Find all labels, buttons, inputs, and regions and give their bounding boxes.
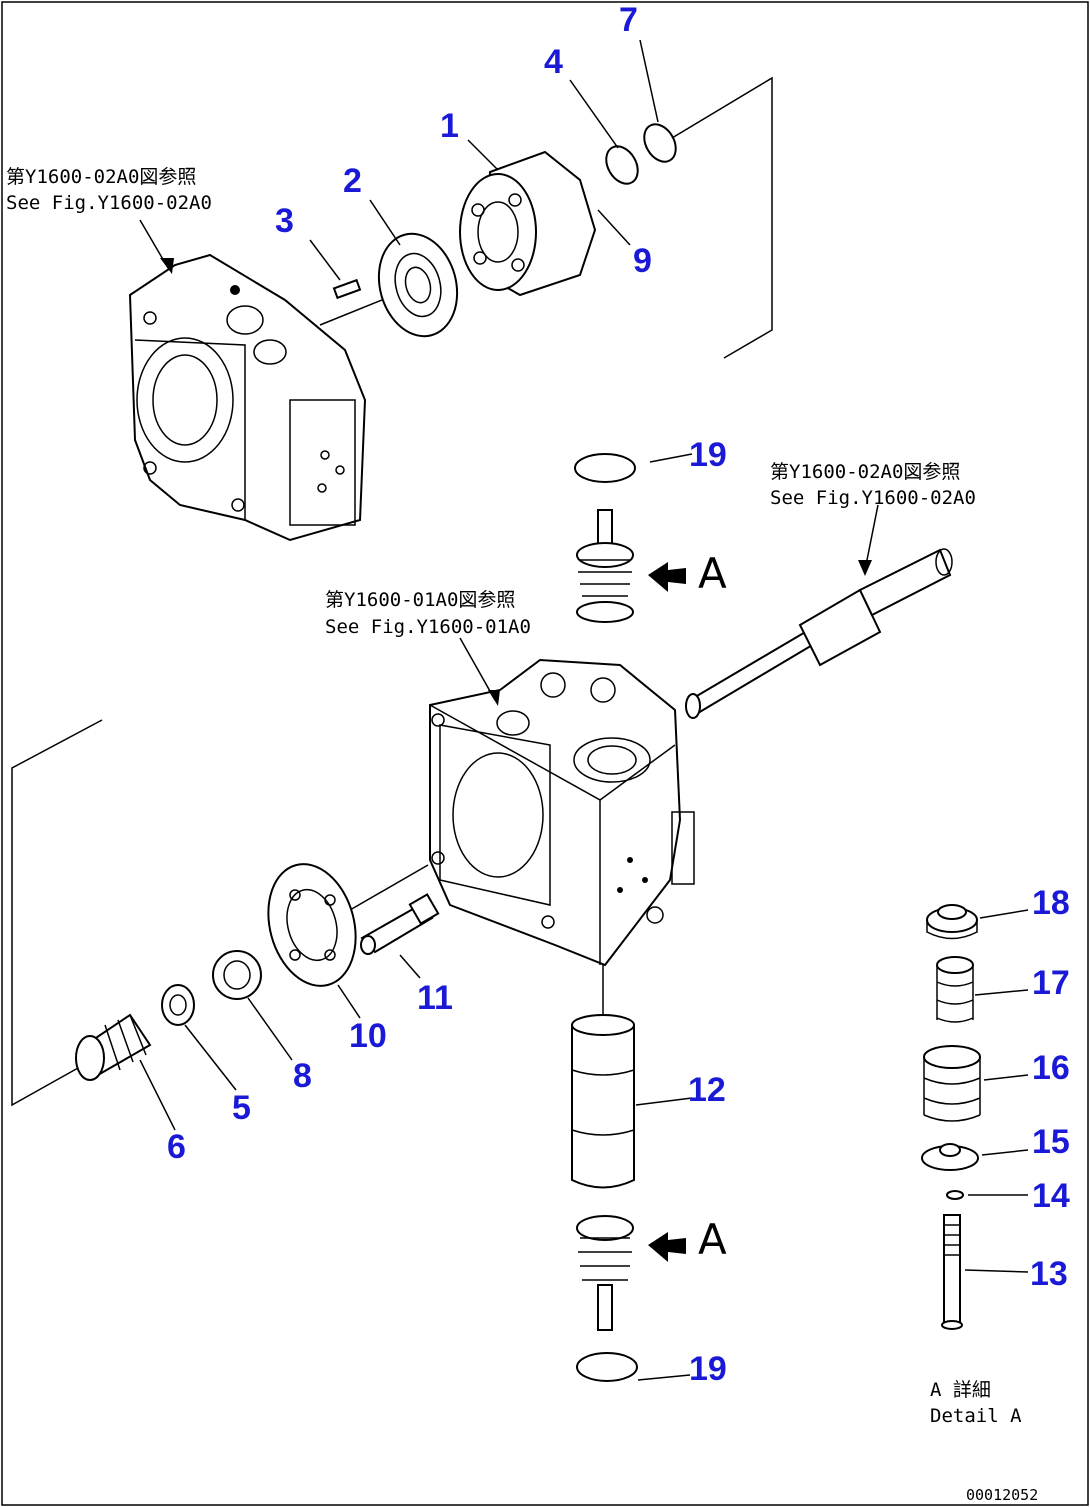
callout-6: 6: [167, 1128, 186, 1166]
part-19-ring-top: [574, 453, 636, 483]
leader-9: [597, 209, 631, 246]
leader-16: [983, 1074, 1029, 1081]
leader-15: [981, 1149, 1029, 1156]
arrow-a-bottom: [648, 1232, 686, 1262]
leader-10: [337, 984, 361, 1019]
part-7-ring: [643, 123, 677, 163]
leader-19-top: [649, 453, 693, 463]
part-17-spring: [936, 956, 974, 1023]
part-1-cylinder-block: [459, 150, 597, 297]
leader-7: [639, 39, 659, 123]
callout-5: 5: [232, 1089, 251, 1127]
view-label-a-top: A: [698, 549, 727, 598]
bracket-lower: [11, 719, 103, 1107]
part-18-cap: [926, 904, 978, 940]
callout-12: 12: [688, 1071, 726, 1109]
leader-18: [979, 909, 1029, 919]
upper-pump-housing: [128, 253, 367, 542]
ref-arrow-2: [858, 560, 872, 576]
main-pump-housing: [429, 658, 695, 967]
reference-housing-jp: 第Y1600-01A0図参照: [325, 589, 515, 611]
centerline-upper-1: [319, 299, 383, 326]
part-19-ring-bottom: [576, 1352, 638, 1382]
callout-8: 8: [293, 1057, 312, 1095]
callout-4: 4: [544, 43, 563, 81]
part-5-bush: [161, 984, 195, 1026]
leader-13: [964, 1269, 1029, 1273]
leader-4: [569, 79, 619, 149]
callout-19-top: 19: [689, 436, 727, 474]
callout-18: 18: [1032, 884, 1070, 922]
leader-1: [467, 139, 499, 171]
arrow-a-top: [648, 562, 686, 592]
callout-17: 17: [1032, 964, 1070, 1002]
callout-2: 2: [343, 162, 362, 200]
leader-5: [184, 1024, 237, 1091]
callout-16: 16: [1032, 1049, 1070, 1087]
part-8-retainer: [212, 950, 262, 1000]
leader-17: [974, 989, 1029, 996]
reference-upper-jp: 第Y1600-02A0図参照: [6, 166, 196, 188]
callout-3: 3: [275, 202, 294, 240]
servo-assembly-bottom: [576, 1215, 634, 1331]
drive-shaft: [685, 548, 953, 719]
part-4-ring: [605, 145, 639, 185]
leader-8: [247, 997, 293, 1061]
servo-assembly-top: [576, 509, 634, 623]
leader-6: [139, 1059, 176, 1131]
part-16-spring: [923, 1045, 981, 1122]
drawing-number: 00012052: [966, 1486, 1038, 1504]
ref-arrow-1: [160, 258, 174, 274]
leader-11: [399, 954, 421, 979]
part-2-valve-plate: [377, 232, 459, 338]
reference-upper-en: See Fig.Y1600-02A0: [6, 192, 212, 214]
callout-1: 1: [440, 107, 459, 145]
reference-housing-en: See Fig.Y1600-01A0: [325, 616, 531, 638]
part-6-spring: [75, 1013, 152, 1081]
part-14-ring: [946, 1190, 964, 1200]
leader-19-bottom: [637, 1374, 691, 1381]
callout-13: 13: [1030, 1255, 1068, 1293]
reference-shaft-jp: 第Y1600-02A0図参照: [770, 461, 960, 483]
part-15-seat: [921, 1143, 979, 1171]
part-11-guide: [360, 893, 440, 955]
part-12-sleeve: [571, 1014, 635, 1189]
callout-15: 15: [1032, 1123, 1070, 1161]
ref-arrow-3: [488, 690, 500, 706]
part-3-pin: [332, 278, 362, 300]
ref-leader-2: [864, 504, 879, 571]
part-10-plate: [267, 863, 357, 987]
detail-a-title-en: Detail A: [930, 1405, 1022, 1427]
centerline-lower-1: [349, 864, 429, 911]
leader-2: [369, 199, 401, 246]
callout-9: 9: [633, 242, 652, 280]
detail-a-parts: [921, 904, 981, 1330]
bracket-upper: [671, 76, 773, 359]
ref-leader-3: [459, 637, 496, 701]
callout-7: 7: [619, 1, 638, 39]
part-13-bolt: [941, 1214, 963, 1330]
callout-19-bottom: 19: [689, 1350, 727, 1388]
reference-shaft-en: See Fig.Y1600-02A0: [770, 487, 976, 509]
callout-14: 14: [1032, 1177, 1070, 1215]
callout-11: 11: [417, 979, 453, 1017]
view-label-a-bottom: A: [698, 1215, 727, 1264]
leader-3: [309, 239, 341, 281]
detail-a-title-jp: A 詳細: [930, 1379, 991, 1401]
leader-12: [635, 1097, 693, 1106]
callout-10: 10: [349, 1017, 387, 1055]
